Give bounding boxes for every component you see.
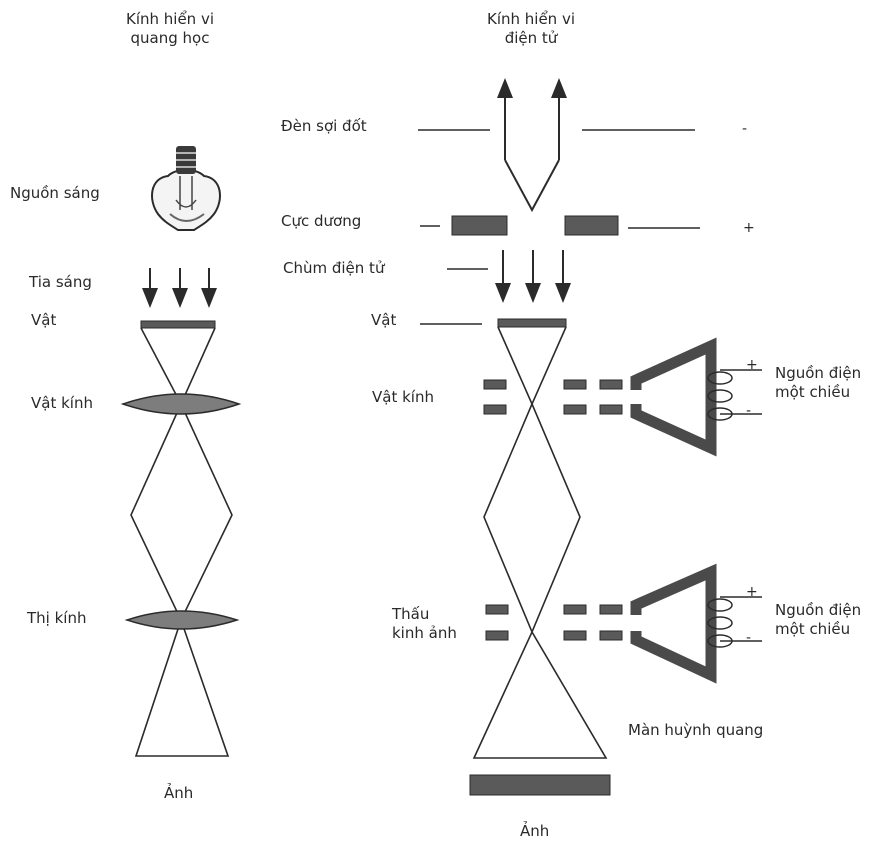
electron-title-line1: Kính hiển vi <box>486 10 575 28</box>
anode-plate-left <box>451 215 508 236</box>
electron-title-line2: điện tử <box>504 29 558 47</box>
filament-v-arrows <box>497 78 567 213</box>
optical-ray-path <box>130 327 233 757</box>
electron-objective-label: Vật kính <box>372 388 434 406</box>
filament-sign: - <box>742 121 748 137</box>
projector-coil-yoke <box>630 563 762 684</box>
optical-specimen-plate <box>140 320 216 329</box>
electron-ray-path <box>472 326 608 759</box>
dc-source-2-minus: - <box>746 630 752 646</box>
filament-label: Đèn sợi đốt <box>281 117 367 135</box>
electron-image-label: Ảnh <box>520 822 550 840</box>
electron-beam-arrows <box>495 250 571 303</box>
electron-specimen-label: Vật <box>371 311 397 329</box>
electron-beam-label: Chùm điện tử <box>283 259 385 277</box>
light-source-label: Nguồn sáng <box>10 184 100 202</box>
electron-specimen-plate <box>497 318 567 328</box>
objective-coil-yoke <box>630 337 762 457</box>
optical-title-line2: quang học <box>130 29 210 47</box>
dc-source-1-line1: Nguồn điện <box>775 364 862 382</box>
dc-source-1-line2: một chiều <box>775 383 851 401</box>
dc-source-1-minus: - <box>746 403 752 419</box>
optical-title-line1: Kính hiển vi <box>125 10 214 28</box>
dc-source-1-label: Nguồn điện một chiều <box>775 364 861 402</box>
screen-label: Màn huỳnh quang <box>628 721 764 739</box>
optical-objective-label: Vật kính <box>31 394 93 412</box>
dc-source-2-plus: + <box>746 584 758 600</box>
light-rays-arrows <box>142 268 217 308</box>
optical-eyepiece-lens <box>124 610 240 630</box>
dc-source-2-line2: một chiều <box>775 620 851 638</box>
anode-sign: + <box>743 220 755 236</box>
optical-title: Kính hiển vi quang học <box>100 10 240 48</box>
anode-label: Cực dương <box>281 212 362 230</box>
optical-eyepiece-label: Thị kính <box>27 609 87 627</box>
dc-source-1-plus: + <box>746 357 758 373</box>
projector-lens-label: Thấu kinh ảnh <box>392 605 457 643</box>
light-bulb-icon <box>151 146 221 231</box>
projector-lens-label-line1: Thấu <box>392 605 430 623</box>
projector-lens-label-line2: kinh ảnh <box>392 624 457 642</box>
optical-objective-lens <box>120 393 242 415</box>
anode-plate-right <box>564 215 619 236</box>
fluorescent-screen <box>469 774 611 796</box>
optical-specimen-label: Vật <box>31 311 57 329</box>
dc-source-2-label: Nguồn điện một chiều <box>775 601 861 639</box>
light-rays-label: Tia sáng <box>29 273 92 291</box>
electron-objective-lens <box>483 379 623 415</box>
optical-image-label: Ảnh <box>164 784 194 802</box>
electron-title: Kính hiển vi điện tử <box>466 10 596 48</box>
electron-projector-lens <box>485 604 623 641</box>
dc-source-2-line1: Nguồn điện <box>775 601 862 619</box>
